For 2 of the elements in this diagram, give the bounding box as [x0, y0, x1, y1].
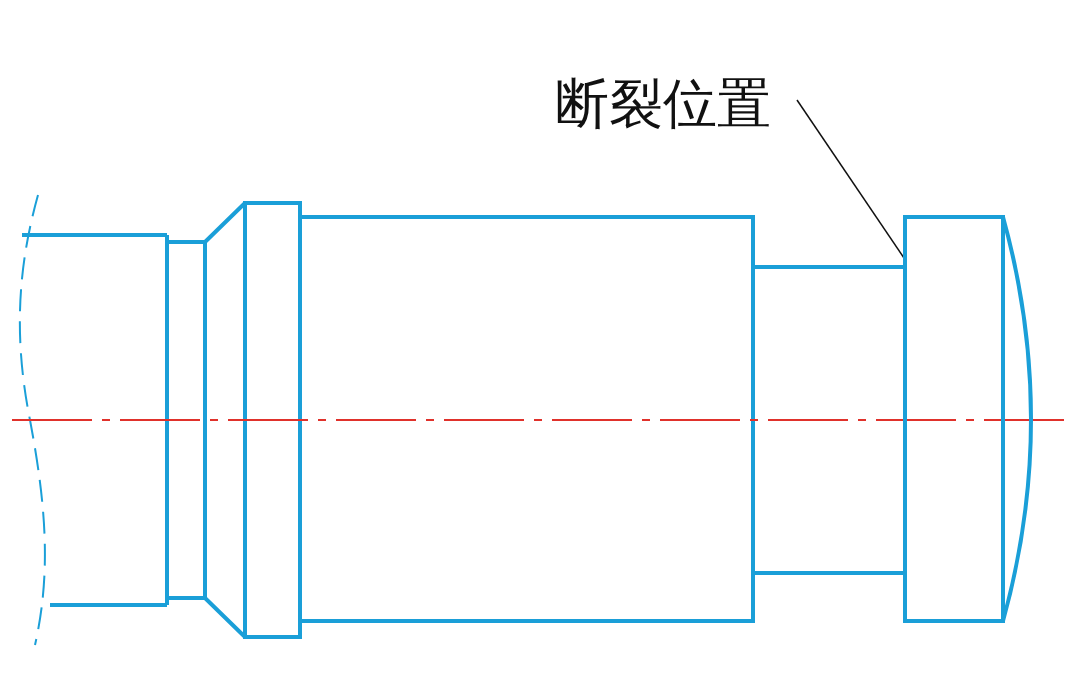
- callout-label: 断裂位置: [555, 72, 771, 136]
- leader-line: [796, 99, 905, 259]
